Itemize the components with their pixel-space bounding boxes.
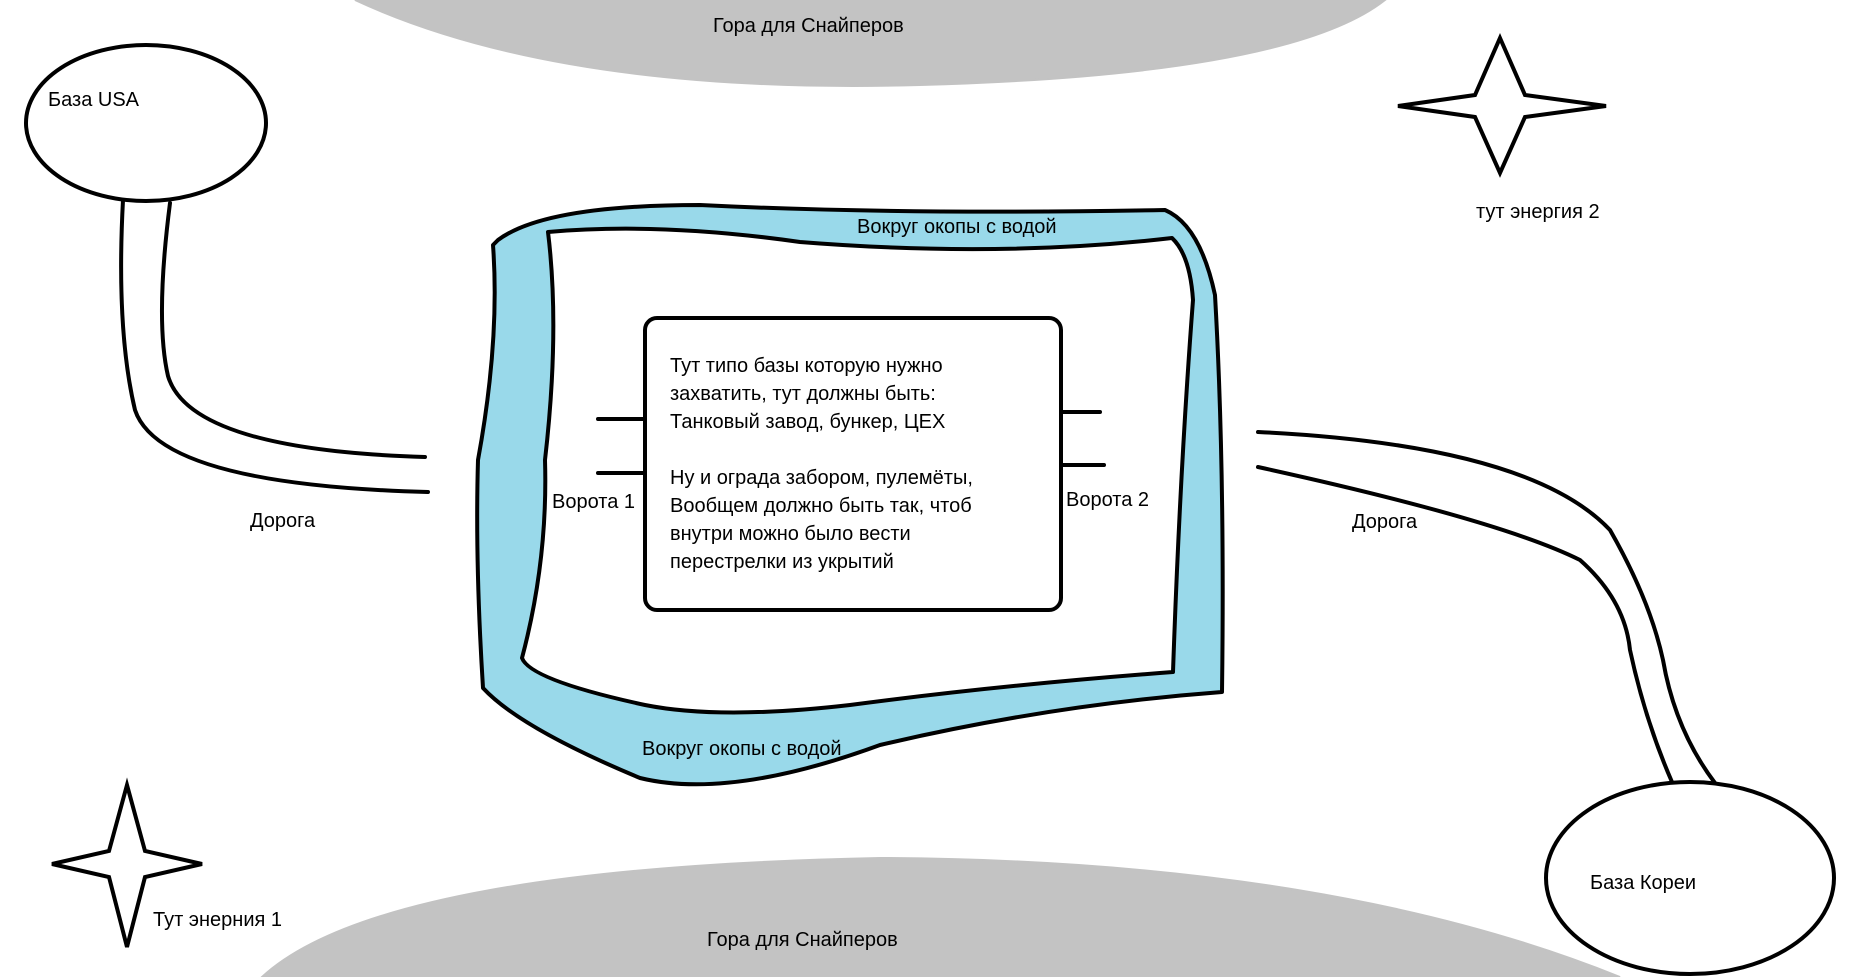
mountain-top-label: Гора для Снайперов — [713, 15, 904, 37]
base-usa-circle — [24, 43, 268, 203]
gate-2: Ворота 2 — [1058, 410, 1149, 511]
moat-top-label: Вокруг окопы с водой — [857, 216, 1057, 238]
gate-1-label: Ворота 1 — [552, 491, 635, 513]
four-point-star-icon — [1397, 33, 1607, 178]
mountain-bottom: Гора для Снайперов — [260, 856, 1621, 977]
moat: Вокруг окопы с водой Вокруг окопы с водо… — [475, 203, 1225, 787]
road-left-edge-outer — [119, 198, 430, 494]
base-usa: База USA — [24, 43, 268, 203]
mountain-bottom-shape — [260, 856, 1621, 977]
road-right-edge-lower — [1256, 465, 1674, 784]
gate-1: Ворота 1 — [552, 417, 647, 513]
base-korea-label: База Кореи — [1590, 872, 1696, 894]
energy-2-label: тут энергия 2 — [1476, 201, 1600, 223]
base-usa-label: База USA — [48, 89, 140, 111]
mountain-bottom-label: Гора для Снайперов — [707, 929, 898, 951]
road-left-edge-inner — [160, 201, 427, 459]
mountain-top: Гора для Снайперов — [354, 0, 1387, 87]
energy-1-label: Тут энерния 1 — [153, 909, 282, 931]
road-left-label: Дорога — [250, 510, 316, 532]
center-base-line-7: внутри можно было вести — [670, 523, 911, 545]
moat-bottom-label: Вокруг окопы с водой — [642, 738, 842, 760]
center-base: Тут типо базы которую нужно захватить, т… — [643, 316, 1063, 612]
four-point-star-icon — [51, 777, 203, 948]
center-base-line-1: Тут типо базы которую нужно — [670, 355, 943, 377]
gate-2-label: Ворота 2 — [1066, 489, 1149, 511]
road-right: Дорога — [1256, 430, 1717, 785]
center-base-line-2: захватить, тут должны быть: — [670, 383, 936, 405]
center-base-line-3: Танковый завод, бункер, ЦЕХ — [670, 411, 945, 433]
mountain-top-shape — [354, 0, 1387, 87]
road-left: Дорога — [119, 198, 430, 532]
center-base-line-5: Ну и ограда забором, пулемёты, — [670, 467, 973, 489]
road-right-label: Дорога — [1352, 511, 1418, 533]
moat-shape — [475, 203, 1225, 787]
road-right-edge-upper — [1256, 430, 1717, 785]
center-base-box — [643, 316, 1063, 612]
center-base-line-8: перестрелки из укрытий — [670, 551, 894, 573]
base-korea-circle — [1544, 780, 1836, 976]
center-base-line-6: Вообщем должно быть так, чтоб — [670, 495, 972, 517]
base-korea: База Кореи — [1544, 780, 1836, 976]
energy-2: тут энергия 2 — [1397, 33, 1607, 223]
energy-1: Тут энерния 1 — [51, 777, 282, 948]
